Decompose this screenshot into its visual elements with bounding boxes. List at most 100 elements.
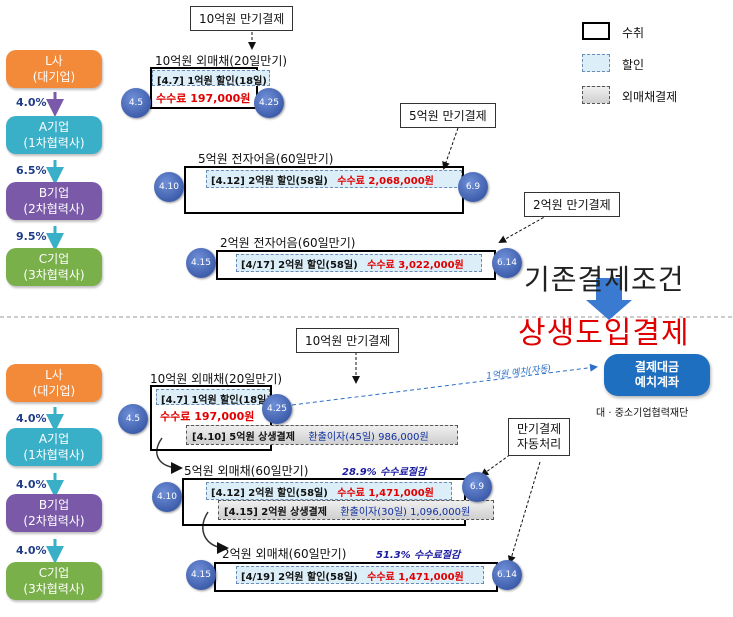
- bottom-bond1-settlement: [4.10] 5억원 상생결제 환출이자(45일) 986,000원: [186, 425, 458, 445]
- bottom-bond1-label: 10억원 외매채(20일만기): [150, 372, 283, 386]
- bottom-company-b: B기업 (2차협력사): [6, 494, 102, 532]
- top-bond1-fee: 수수료 197,000원: [156, 92, 251, 105]
- deposit-line-2: 예치계좌: [634, 375, 680, 389]
- bottom-bond3-start-date: 4.15: [186, 560, 216, 590]
- bottom-bond2-end-date: 6.9: [462, 472, 492, 502]
- title-new-settlement: 상생도입결제: [518, 316, 690, 351]
- auto-arrow-1: [480, 445, 523, 477]
- top-bond2-end-date: 6.9: [458, 172, 488, 202]
- top-bond3-end-date: 6.14: [492, 248, 522, 278]
- discount-fee: 수수료 2,068,000원: [337, 176, 434, 187]
- discount-text: [4.7] 1억원 할인(18일): [157, 76, 267, 87]
- top-bond3-start-date: 4.15: [186, 248, 216, 278]
- company-name: C기업: [38, 566, 70, 580]
- top-bond1-start-date: 4.5: [121, 88, 151, 118]
- top-callout2-arrow: [442, 127, 459, 170]
- deposit-account: 결제대금 예치계좌: [604, 354, 710, 396]
- bottom-bond3-savings-note: 51.3% 수수료절감: [376, 550, 461, 561]
- top-rate-3: 9.5%: [16, 230, 47, 243]
- auto-line-2: 자동처리: [517, 437, 562, 451]
- legend-receive-label: 수취: [622, 26, 645, 40]
- company-type: (2차협력사): [23, 202, 85, 216]
- settlement-text: [4.10] 5억원 상생결제: [192, 432, 295, 443]
- settlement-interest: 환출이자(30일) 1,096,000원: [340, 507, 471, 518]
- company-name: C기업: [38, 252, 70, 266]
- bottom-rate-2: 4.0%: [16, 478, 47, 491]
- settlement-interest: 환출이자(45일) 986,000원: [308, 432, 429, 443]
- discount-text: [4/17] 2억원 할인(58일): [241, 260, 358, 271]
- company-type: (1차협력사): [23, 448, 85, 462]
- bottom-bond3-discount: [4/19] 2억원 할인(58일) 수수료 1,471,000원: [236, 566, 484, 584]
- bottom-bond1-end-date: 4.25: [262, 394, 292, 424]
- bottom-bond2-discount: [4.12] 2억원 할인(58일) 수수료 1,471,000원: [206, 482, 452, 500]
- settlement-text: [4.15] 2억원 상생결제: [224, 507, 327, 518]
- deposit-arrow: [291, 363, 598, 406]
- company-type: (3차협력사): [23, 268, 85, 282]
- top-company-l: L사 (대기업): [6, 50, 102, 88]
- bottom-company-c: C기업 (3차협력사): [6, 562, 102, 600]
- top-company-a: A기업 (1차협력사): [6, 116, 102, 154]
- discount-text: [4.12] 2억원 할인(58일): [211, 488, 328, 499]
- top-bond1-discount: [4.7] 1억원 할인(18일): [152, 70, 270, 87]
- bottom-bond1-discount: [4.7] 1억원 할인(18일): [156, 389, 271, 406]
- bottom-bond1-start-date: 4.5: [118, 404, 148, 434]
- top-company-c: C기업 (3차협력사): [6, 248, 102, 286]
- company-type: (대기업): [32, 70, 76, 84]
- top-rate-2: 6.5%: [16, 164, 47, 177]
- top-maturity-callout-2: 5억원 만기결제: [400, 103, 496, 128]
- legend-settlement-label: 외매채결제: [622, 90, 678, 104]
- bottom-rate-3: 4.0%: [16, 544, 47, 557]
- company-type: (대기업): [32, 384, 76, 398]
- bottom-maturity-callout-1: 10억원 만기결제: [296, 328, 400, 353]
- legend-discount-swatch: [582, 54, 610, 72]
- bottom-bond3-end-date: 6.14: [492, 560, 522, 590]
- bottom-company-l: L사 (대기업): [6, 364, 102, 402]
- company-name: B기업: [38, 498, 70, 512]
- bottom-bond2-label: 5억원 외매채(60일만기): [184, 464, 309, 478]
- deposit-line-1: 결제대금: [634, 360, 680, 374]
- settle-curve-1: [156, 437, 183, 474]
- company-type: (2차협력사): [23, 514, 85, 528]
- company-name: A기업: [38, 432, 70, 446]
- company-name: L사: [45, 54, 63, 68]
- settle-curve-2: [202, 511, 229, 554]
- top-maturity-callout-1: 10억원 만기결제: [190, 6, 294, 31]
- discount-text: [4/19] 2억원 할인(58일): [241, 572, 358, 583]
- top-bond2-discount: [4.12] 2억원 할인(58일) 수수료 2,068,000원: [206, 170, 462, 188]
- bottom-company-a: A기업 (1차협력사): [6, 428, 102, 466]
- discount-text: [4.7] 1억원 할인(18일): [161, 395, 271, 406]
- bottom-bond3-label: 2억원 외매채(60일만기): [222, 547, 347, 561]
- company-type: (3차협력사): [23, 582, 85, 596]
- top-rate-1: 4.0%: [16, 96, 47, 109]
- bottom-bond2-savings-note: 28.9% 수수료절감: [342, 467, 427, 478]
- deposit-owner: 대 · 중소기업협력재단: [596, 408, 689, 419]
- company-name: A기업: [38, 120, 70, 134]
- top-bond1-label: 10억원 외매채(20일만기): [155, 54, 288, 68]
- top-bond1-end-date: 4.25: [254, 88, 284, 118]
- top-bond1-frame: [150, 67, 258, 109]
- bottom-bond1-fee: 수수료 197,000원: [160, 410, 255, 423]
- auto-process-callout: 만기결제 자동처리: [508, 418, 571, 456]
- title-existing-terms: 기존결제조건: [524, 263, 685, 296]
- top-callout3-arrow: [498, 214, 549, 243]
- bottom-bond2-settlement: [4.15] 2억원 상생결제 환출이자(30일) 1,096,000원: [218, 500, 494, 520]
- top-bond3-discount: [4/17] 2억원 할인(58일) 수수료 3,022,000원: [236, 254, 482, 272]
- top-bond2-label: 5억원 전자어음(60일만기): [198, 152, 334, 166]
- top-company-b: B기업 (2차협력사): [6, 182, 102, 220]
- discount-text: [4.12] 2억원 할인(58일): [211, 176, 328, 187]
- top-bond2-start-date: 4.10: [154, 172, 184, 202]
- company-name: B기업: [38, 186, 70, 200]
- bottom-bond2-start-date: 4.10: [152, 482, 182, 512]
- auto-line-1: 만기결제: [517, 422, 562, 436]
- legend-discount-label: 할인: [622, 58, 645, 72]
- legend-settlement-swatch: [582, 86, 610, 104]
- top-bond3-label: 2억원 전자어음(60일만기): [220, 236, 356, 250]
- company-name: L사: [45, 368, 63, 382]
- bottom-rate-1: 4.0%: [16, 412, 47, 425]
- discount-fee: 수수료 1,471,000원: [367, 572, 464, 583]
- auto-arrow-2: [507, 461, 541, 564]
- transition-arrow: [586, 278, 632, 320]
- discount-fee: 수수료 1,471,000원: [337, 488, 434, 499]
- legend-receive-swatch: [582, 22, 610, 40]
